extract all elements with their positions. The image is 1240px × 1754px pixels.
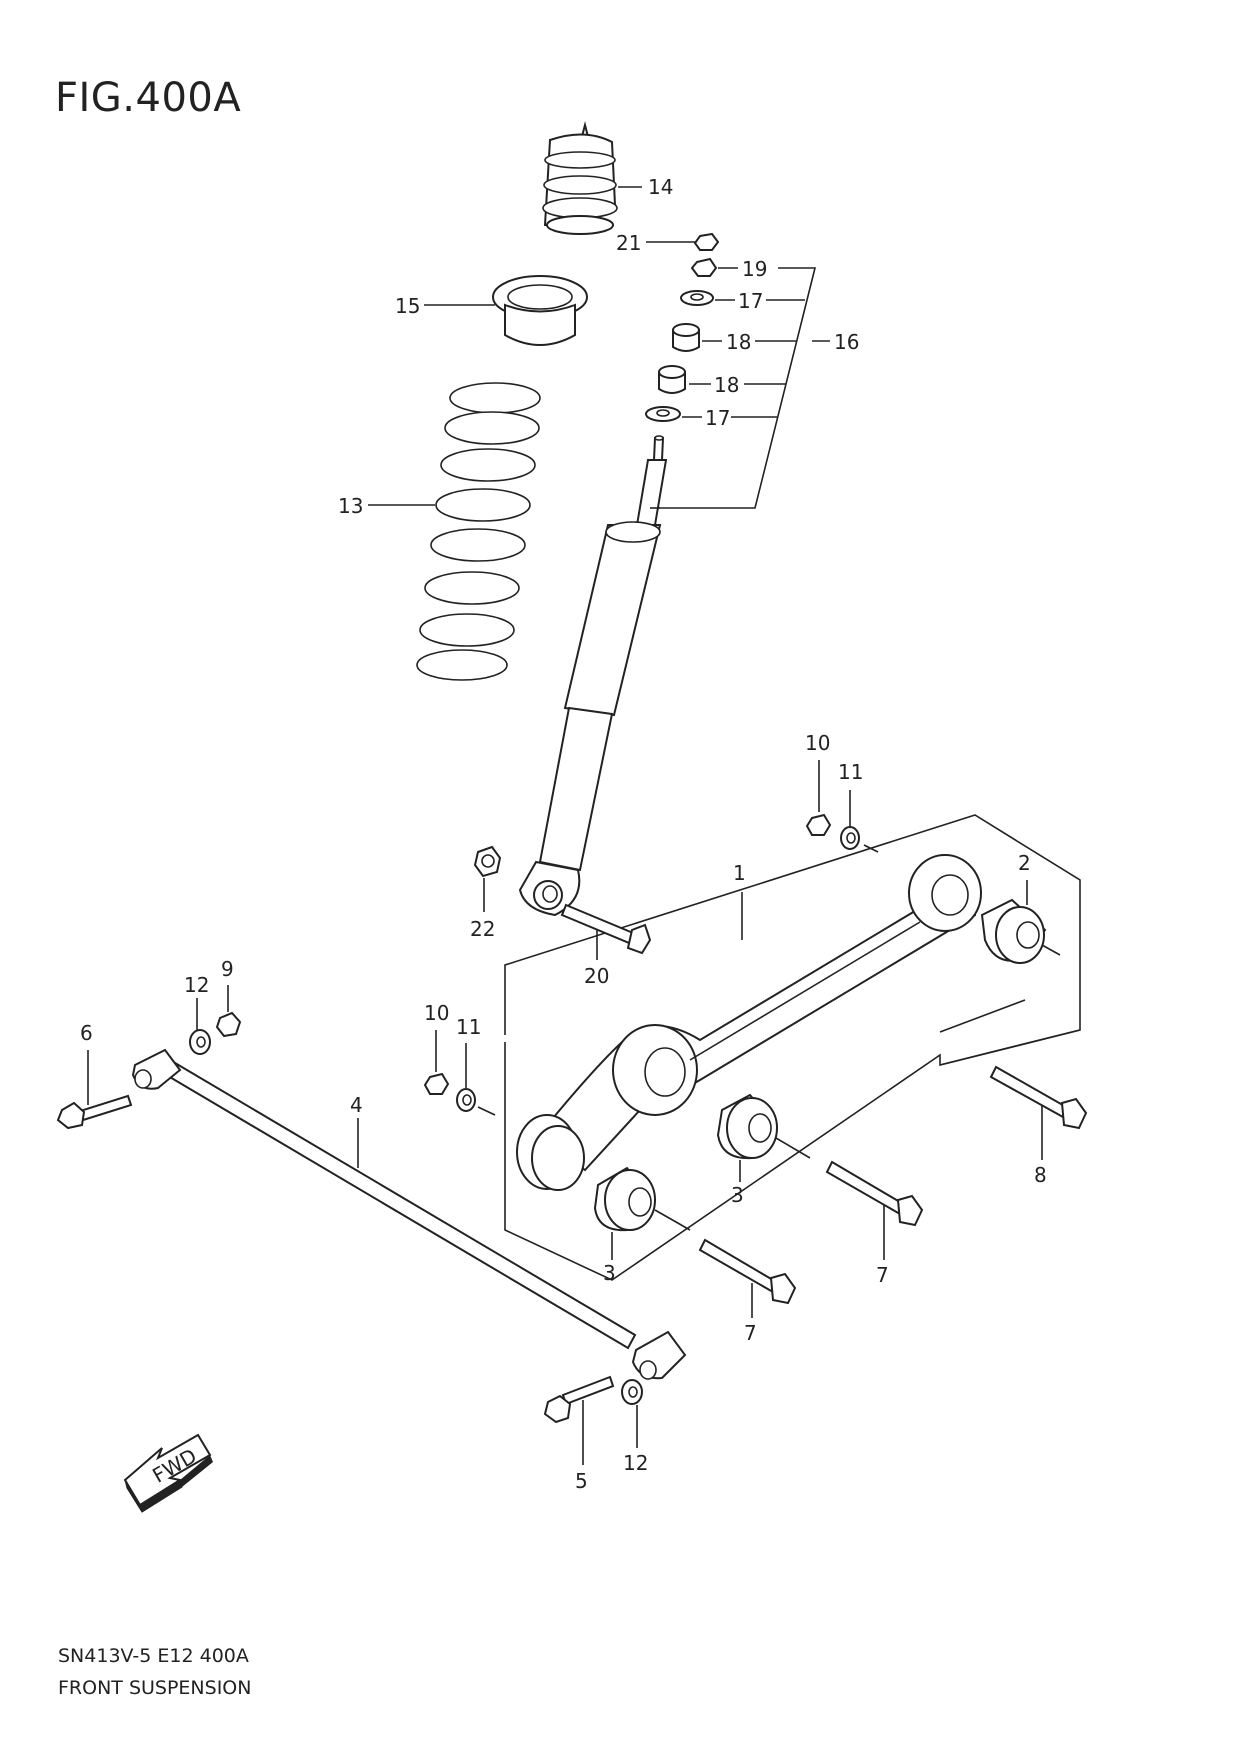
callout-1: 1	[733, 861, 746, 885]
bolt-7-right-part	[825, 1160, 924, 1227]
axis-line	[863, 844, 879, 853]
callout-3b: 3	[731, 1183, 744, 1207]
nut-19-part	[690, 257, 718, 277]
washer-11-upper-part	[840, 826, 860, 850]
callout-18a: 18	[726, 330, 751, 354]
bushing-2-part	[980, 898, 1047, 964]
callout-17a: 17	[738, 289, 763, 313]
spring-seat-part	[492, 275, 588, 346]
callout-12a: 12	[184, 973, 209, 997]
callout-5: 5	[575, 1469, 588, 1493]
callout-18b: 18	[714, 373, 739, 397]
outline-edge	[939, 999, 1026, 1033]
figure-caption: FRONT SUSPENSION	[58, 1677, 252, 1699]
bushing-18-lower-part	[658, 365, 686, 394]
callout-11b: 11	[456, 1015, 481, 1039]
kit-16-bracket	[650, 267, 830, 509]
washer-11-lower-part	[456, 1088, 476, 1112]
washer-12-upper-part	[189, 1029, 211, 1055]
assembly-outline	[504, 814, 1081, 1281]
nut-22-part	[473, 845, 502, 878]
callout-3a: 3	[603, 1261, 616, 1285]
nut-10-upper-part	[805, 813, 832, 836]
callout-10a: 10	[805, 731, 830, 755]
bolt-8-part	[989, 1065, 1088, 1130]
callout-6: 6	[80, 1021, 93, 1045]
figure-title: FIG.400A	[55, 75, 242, 121]
control-arm-part	[516, 854, 982, 1191]
callout-9: 9	[221, 957, 234, 981]
callout-15: 15	[395, 294, 420, 318]
washer-12-lower-part	[621, 1379, 643, 1405]
callout-4: 4	[350, 1093, 363, 1117]
nut-9-part	[215, 1011, 242, 1038]
nut-10-lower-part	[423, 1072, 450, 1095]
figure-code: SN413V-5 E12 400A	[58, 1645, 249, 1667]
callout-8: 8	[1034, 1163, 1047, 1187]
callout-22: 22	[470, 917, 495, 941]
nut-21-part	[693, 232, 720, 251]
callout-17b: 17	[705, 406, 730, 430]
bolt-7-left-part	[698, 1238, 797, 1305]
coil-spring-part	[416, 382, 541, 681]
bushing-3-right-part	[716, 1093, 778, 1160]
bushing-3-left-part	[593, 1166, 656, 1232]
bolt-20-part	[560, 903, 652, 955]
lateral-rod-part	[131, 1048, 687, 1380]
axis-line	[654, 1209, 691, 1231]
callout-7b: 7	[876, 1263, 889, 1287]
shock-absorber-part	[518, 435, 668, 917]
axis-line	[1041, 944, 1061, 956]
bolt-5-part	[543, 1375, 615, 1424]
callout-14: 14	[648, 175, 673, 199]
axis-line	[775, 1137, 811, 1159]
callout-19: 19	[742, 257, 767, 281]
callout-12b: 12	[623, 1451, 648, 1475]
bolt-6-part	[56, 1094, 133, 1130]
axis-line	[477, 1106, 496, 1116]
forward-direction-arrow	[123, 1433, 213, 1513]
washer-17-upper-part	[680, 290, 714, 306]
bump-stopper-part	[542, 121, 618, 235]
callout-13: 13	[338, 494, 363, 518]
callout-20: 20	[584, 964, 609, 988]
callout-7a: 7	[744, 1321, 757, 1345]
callout-2: 2	[1018, 851, 1031, 875]
washer-17-lower-part	[645, 406, 681, 422]
callout-11a: 11	[838, 760, 863, 784]
outline-edge	[939, 1029, 1081, 1066]
callout-16: 16	[834, 330, 859, 354]
callout-10b: 10	[424, 1001, 449, 1025]
bushing-18-upper-part	[672, 323, 700, 352]
callout-21: 21	[616, 231, 641, 255]
